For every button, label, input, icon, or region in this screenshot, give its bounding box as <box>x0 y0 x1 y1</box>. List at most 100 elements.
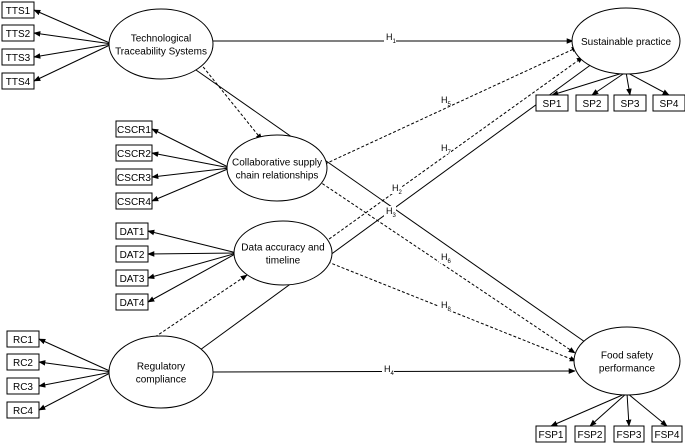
path-label-bg <box>439 143 451 154</box>
indicator-cscr1: CSCR1 <box>115 120 153 138</box>
loading-arrow-sp2 <box>591 71 627 96</box>
loading-arrow-cscr1 <box>151 128 231 169</box>
indicator-label: CSCR1 <box>117 125 151 136</box>
path-cscr-to-sp <box>324 46 579 165</box>
indicator-label: CSCR3 <box>117 173 151 184</box>
indicator-label: RC4 <box>13 406 33 417</box>
indicator-label: FSP3 <box>616 430 641 441</box>
loading-arrow-dat4 <box>147 252 238 303</box>
indicator-box <box>6 353 40 371</box>
construct-fsp: Food safety performance <box>573 326 681 396</box>
indicator-box <box>115 168 153 186</box>
indicator-rc4: RC4 <box>6 401 40 419</box>
indicator-box <box>6 401 40 419</box>
path-label-H8: H8 <box>441 300 452 313</box>
construct-ellipse <box>571 7 681 75</box>
path-label-H2: H2 <box>392 183 403 196</box>
path-rc-to-dat <box>154 274 248 338</box>
loading-arrow-tts3 <box>33 43 113 59</box>
construct-label-line: Food safety <box>601 351 653 362</box>
construct-label-line: timeline <box>266 256 301 267</box>
path-label-bg <box>384 206 396 217</box>
loading-arrow-rc4 <box>38 371 113 411</box>
path-label-H7: H7 <box>441 143 452 156</box>
indicator-tts1: TTS1 <box>1 1 35 19</box>
indicator-label: SP4 <box>660 99 679 110</box>
loading-arrow-sp1 <box>551 71 627 96</box>
indicator-box <box>613 94 647 112</box>
path-label-bg <box>439 300 451 311</box>
indicator-label: DAT1 <box>120 227 145 238</box>
path-label-H3: H3 <box>386 206 397 219</box>
path-dat-to-sp <box>324 56 584 243</box>
path-label-bg <box>439 252 451 263</box>
path-label-H4: H4 <box>384 364 395 377</box>
indicator-label: RC3 <box>13 382 33 393</box>
construct-label-line: chain relationships <box>236 171 319 182</box>
indicator-box <box>115 293 149 311</box>
indicator-fsp3: FSP3 <box>613 425 645 443</box>
indicator-box <box>115 222 149 240</box>
indicator-tts4: TTS4 <box>1 72 35 90</box>
indicator-label: DAT3 <box>120 274 145 285</box>
indicator-box <box>575 94 609 112</box>
loading-arrow-fsp3 <box>625 392 632 427</box>
construct-ellipse <box>226 134 328 202</box>
indicator-box <box>651 425 683 443</box>
construct-label-line: Technological <box>131 34 192 45</box>
path-rc-to-sp <box>199 60 597 351</box>
indicator-label: CSCR2 <box>117 149 151 160</box>
loading-arrow-dat1 <box>147 229 238 254</box>
indicator-label: RC1 <box>13 335 33 346</box>
indicator-label: RC2 <box>13 358 33 369</box>
construct-label-line: compliance <box>136 375 187 386</box>
loading-arrow-cscr2 <box>151 151 231 169</box>
indicator-cscr4: CSCR4 <box>115 192 153 210</box>
construct-label-line: Sustainable practice <box>581 37 671 48</box>
indicator-box <box>115 269 149 287</box>
indicator-box <box>535 94 569 112</box>
indicator-label: DAT4 <box>120 298 145 309</box>
indicator-label: SP1 <box>543 99 562 110</box>
indicator-label: SP3 <box>621 99 640 110</box>
indicator-box <box>6 330 40 348</box>
indicator-label: TTS1 <box>6 6 31 17</box>
loading-arrow-dat3 <box>147 252 238 279</box>
path-cscr-to-fsp <box>313 177 576 354</box>
indicator-cscr2: CSCR2 <box>115 144 153 162</box>
indicator-dat2: DAT2 <box>115 245 149 263</box>
indicator-fsp2: FSP2 <box>574 425 606 443</box>
loading-arrow-cscr4 <box>151 167 231 202</box>
construct-label-line: performance <box>599 364 656 375</box>
construct-label-line: Traceability Systems <box>115 47 207 58</box>
indicator-box <box>115 120 153 138</box>
indicator-label: FSP1 <box>538 430 563 441</box>
construct-sp: Sustainable practice <box>571 7 681 75</box>
indicator-box <box>115 192 153 210</box>
indicator-dat1: DAT1 <box>115 222 149 240</box>
indicator-dat4: DAT4 <box>115 293 149 311</box>
indicator-label: DAT2 <box>120 250 145 261</box>
loading-arrow-fsp2 <box>589 392 628 427</box>
indicator-label: FSP2 <box>577 430 602 441</box>
construct-ellipse <box>108 8 214 80</box>
indicator-label: TTS2 <box>6 29 31 40</box>
indicator-tts3: TTS3 <box>1 48 35 66</box>
loading-arrow-rc2 <box>38 360 113 373</box>
indicator-box <box>1 1 35 19</box>
indicator-fsp1: FSP1 <box>535 425 567 443</box>
path-label-bg <box>382 364 394 375</box>
indicator-box <box>115 245 149 263</box>
indicator-fsp4: FSP4 <box>651 425 683 443</box>
indicator-label: TTS3 <box>6 53 31 64</box>
indicator-label: FSP4 <box>654 430 679 441</box>
path-label-H5: H5 <box>441 95 452 108</box>
indicator-sp4: SP4 <box>652 94 685 112</box>
indicator-sp3: SP3 <box>613 94 647 112</box>
indicator-box <box>613 425 645 443</box>
indicator-rc3: RC3 <box>6 377 40 395</box>
